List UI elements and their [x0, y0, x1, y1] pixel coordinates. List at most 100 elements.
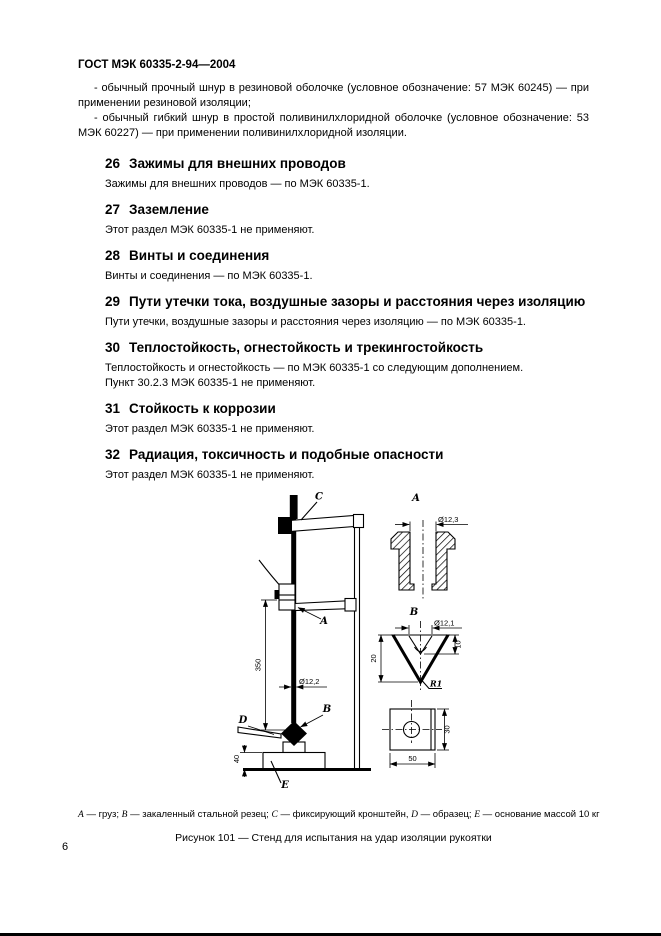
section-title: Заземление [129, 202, 209, 217]
section-30: 30 Теплостойкость, огнестойкость и трекин… [78, 339, 589, 391]
base-leader-line [270, 760, 282, 784]
detail-base-plate: 50 30 [382, 700, 452, 768]
bracket-clamp-block [278, 517, 292, 534]
section-number: 26 [105, 156, 121, 171]
caption-letter: С [271, 810, 278, 820]
plate-height-dim: 30 [443, 725, 452, 733]
caption-text: — фиксирующий кронштейн, [277, 809, 412, 820]
cone-height-dim: 20 [369, 654, 378, 662]
section-paragraph: Этот раздел МЭК 60335-1 не применяют. [105, 224, 315, 236]
plate-width-dim: 50 [408, 754, 416, 763]
intro-paragraphs: - обычный прочный шнур в резиновой оболо… [78, 81, 589, 141]
drop-height-dim: 350 [254, 659, 263, 672]
figure-caption: А — груз; В — закаленный стальной резец;… [78, 809, 600, 821]
section-31: 31 Стойкость к коррозии Этот раздел МЭК 6… [78, 400, 589, 437]
specimen-leader-line [247, 725, 275, 735]
section-32: 32 Радиация, токсичность и подобные опасн… [78, 446, 589, 483]
section-heading: 30 Теплостойкость, огнестойкость и трекин… [105, 339, 589, 357]
fixing-bracket-end [352, 513, 365, 529]
clamp-arm-end [344, 597, 357, 612]
weight-clamp [278, 583, 296, 611]
bracket-leader-line [300, 501, 318, 521]
document-code: ГОСТ МЭК 60335-2-94—2004 [78, 59, 236, 71]
intro-paragraph: - обычный прочный шнур в резиновой оболо… [78, 82, 589, 109]
specimen-label: D [238, 715, 248, 726]
section-paragraph: Зажимы для внешних проводов — по МЭК 603… [105, 178, 370, 190]
detail-a-bushing: A Ø12,3 [390, 493, 468, 599]
section-paragraph: Винты и соединения — по МЭК 60335-1. [105, 270, 313, 282]
section-number: 31 [105, 401, 121, 416]
steel-cutter [281, 721, 307, 746]
section-paragraph: Этот раздел МЭК 60335-1 не применяют. [105, 423, 315, 435]
section-number: 27 [105, 202, 121, 217]
base-height-dim: 40 [232, 755, 241, 763]
weight-clamp-bolt [274, 590, 280, 599]
section-title: Зажимы для внешних проводов [129, 156, 346, 171]
detail-a-label: A [411, 493, 420, 504]
bushing-wall [390, 531, 415, 591]
section-number: 29 [105, 294, 121, 309]
section-title: Винты и соединения [129, 248, 270, 263]
section-heading: 27 Заземление [105, 201, 589, 219]
section-26: 26 Зажимы для внешних проводов Зажимы для… [78, 155, 589, 192]
weight-leader-line [297, 607, 322, 620]
page-number: 6 [62, 841, 69, 853]
section-title: Пути утечки тока, воздушные зазоры и рас… [129, 294, 586, 309]
caption-item: В — закаленный стальной резец; [122, 809, 272, 820]
figure-101: C A 350 [78, 487, 600, 845]
page-content: ГОСТ МЭК 60335-2-94—2004 - обычный прочн… [78, 58, 600, 845]
impact-test-stand-drawing: C A 350 [232, 492, 468, 791]
intro-paragraph: - обычный гибкий шнур в простой поливини… [78, 112, 589, 139]
section-heading: 29 Пути утечки тока, воздушные зазоры и р… [105, 293, 589, 311]
weight-label: A [319, 616, 328, 627]
tip-radius-dim: R1 [429, 679, 442, 689]
section-heading: 28 Винты и соединения [105, 247, 589, 265]
caption-text: — закаленный стальной резец; [127, 809, 272, 820]
section-paragraph: Теплостойкость и огнестойкость — по МЭК … [105, 362, 524, 374]
section-28: 28 Винты и соединения Винты и соединения … [78, 247, 589, 284]
caption-text: — основание массой 10 кг [480, 809, 600, 820]
cone-inner-cup [414, 646, 427, 653]
caption-item: D — образец; [411, 809, 474, 820]
caption-item: А — груз; [78, 809, 122, 820]
detail-b-label: B [409, 607, 418, 618]
cone-outer [391, 634, 450, 685]
caption-text: — груз; [83, 809, 122, 820]
caption-text: — образец; [417, 809, 475, 820]
section-number: 32 [105, 447, 121, 462]
section-paragraph: Пункт 30.2.3 МЭК 60335-1 не применяют. [105, 377, 316, 389]
caption-letter: D [411, 810, 418, 820]
caption-letter: А [78, 810, 84, 820]
section-27: 27 Заземление Этот раздел МЭК 60335-1 не … [78, 201, 589, 238]
bushing-diameter-dim: Ø12,3 [438, 515, 458, 524]
cutter-label: B [322, 704, 331, 715]
caption-letter: В [121, 810, 128, 820]
cutter-leader-line [300, 714, 324, 728]
section-title: Стойкость к коррозии [129, 401, 276, 416]
section-29: 29 Пути утечки тока, воздушные зазоры и р… [78, 293, 589, 330]
bracket-label: C [315, 492, 323, 503]
cone-diameter-dim: Ø12,1 [434, 619, 454, 628]
bushing-wall [431, 531, 456, 591]
section-heading: 31 Стойкость к коррозии [105, 400, 589, 418]
section-title: Теплостойкость, огнестойкость и трекинго… [129, 340, 484, 355]
section-paragraph: Этот раздел МЭК 60335-1 не применяют. [105, 469, 315, 481]
base-label: E [280, 780, 289, 791]
rod-diameter-dim: Ø12,2 [299, 677, 319, 686]
specimen [237, 726, 282, 739]
section-paragraph: Пути утечки, воздушные зазоры и расстоян… [105, 316, 526, 328]
caption-item: Е — основание массой 10 кг [474, 809, 599, 820]
section-number: 28 [105, 248, 121, 263]
base-lower-step [262, 751, 326, 770]
radius-leader-line [421, 679, 442, 690]
section-heading: 26 Зажимы для внешних проводов [105, 155, 589, 173]
section-number: 30 [105, 340, 121, 355]
cone-depth-dim: 10 [454, 640, 463, 648]
main-stand: C A 350 [232, 492, 371, 791]
caption-item: С — фиксирующий кронштейн, [271, 809, 411, 820]
section-title: Радиация, токсичность и подобные опаснос… [129, 447, 444, 462]
caption-letter: Е [474, 810, 481, 820]
detail-b-cone: B Ø12,1 10 [369, 607, 463, 690]
figure-title: Рисунок 101 — Стенд для испытания на уда… [175, 832, 492, 844]
